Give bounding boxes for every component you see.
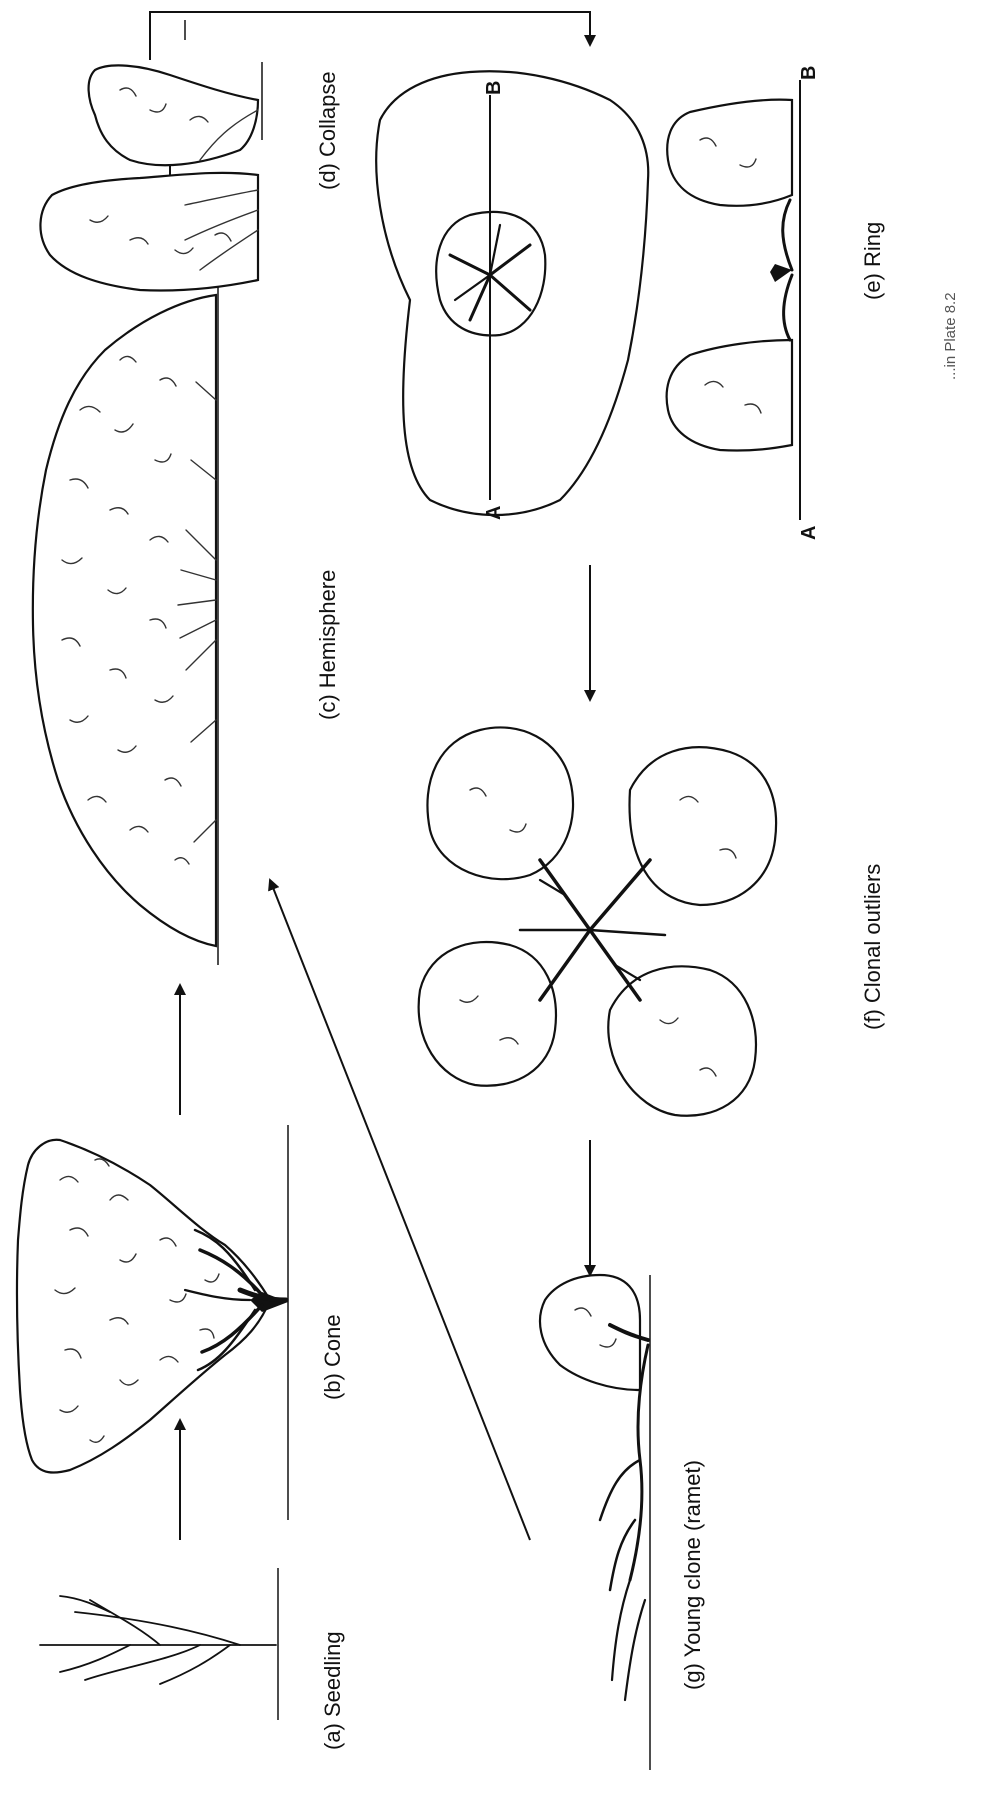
collapse-section-mark-a: A [483, 506, 505, 520]
ring-crown-left [667, 100, 792, 206]
outlier-crown-2 [630, 747, 777, 905]
stage-ring: B A (e) Ring ...in Plate 8.2 [667, 66, 959, 540]
caption-fragment: ...in Plate 8.2 [942, 292, 959, 380]
label-collapse: (d) Collapse [315, 71, 340, 190]
stage-seedling: (a) Seedling [40, 1568, 345, 1750]
ring-section-mark-b: B [798, 66, 820, 80]
ring-crown-right [667, 340, 792, 451]
label-seedling: (a) Seedling [320, 1631, 345, 1750]
label-ring: (e) Ring [860, 222, 885, 300]
label-clonal-outliers: (f) Clonal outliers [860, 864, 885, 1030]
outlier-crown-3 [419, 942, 556, 1086]
collapse-section-mark-b: B [483, 81, 505, 95]
label-cone: (b) Cone [320, 1314, 345, 1400]
label-young-clone: (g) Young clone (ramet) [680, 1460, 705, 1690]
ring-center-stump [770, 200, 792, 340]
stage-young-clone: (g) Young clone (ramet) [540, 1275, 705, 1770]
arrow-collapse-to-ring [150, 12, 590, 60]
cone-crown [17, 1140, 270, 1473]
collapse-crown-middle [40, 173, 258, 291]
stage-hemisphere: (c) Hemisphere [33, 285, 340, 965]
label-hemisphere: (c) Hemisphere [315, 570, 340, 720]
hemisphere-crown [33, 295, 216, 946]
seedling-plant [40, 1596, 276, 1684]
collapse-crown-upper [89, 65, 258, 165]
stage-clonal-outliers: (f) Clonal outliers [419, 727, 885, 1115]
ring-section-mark-a: A [798, 526, 820, 540]
outlier-crown-1 [427, 727, 573, 879]
